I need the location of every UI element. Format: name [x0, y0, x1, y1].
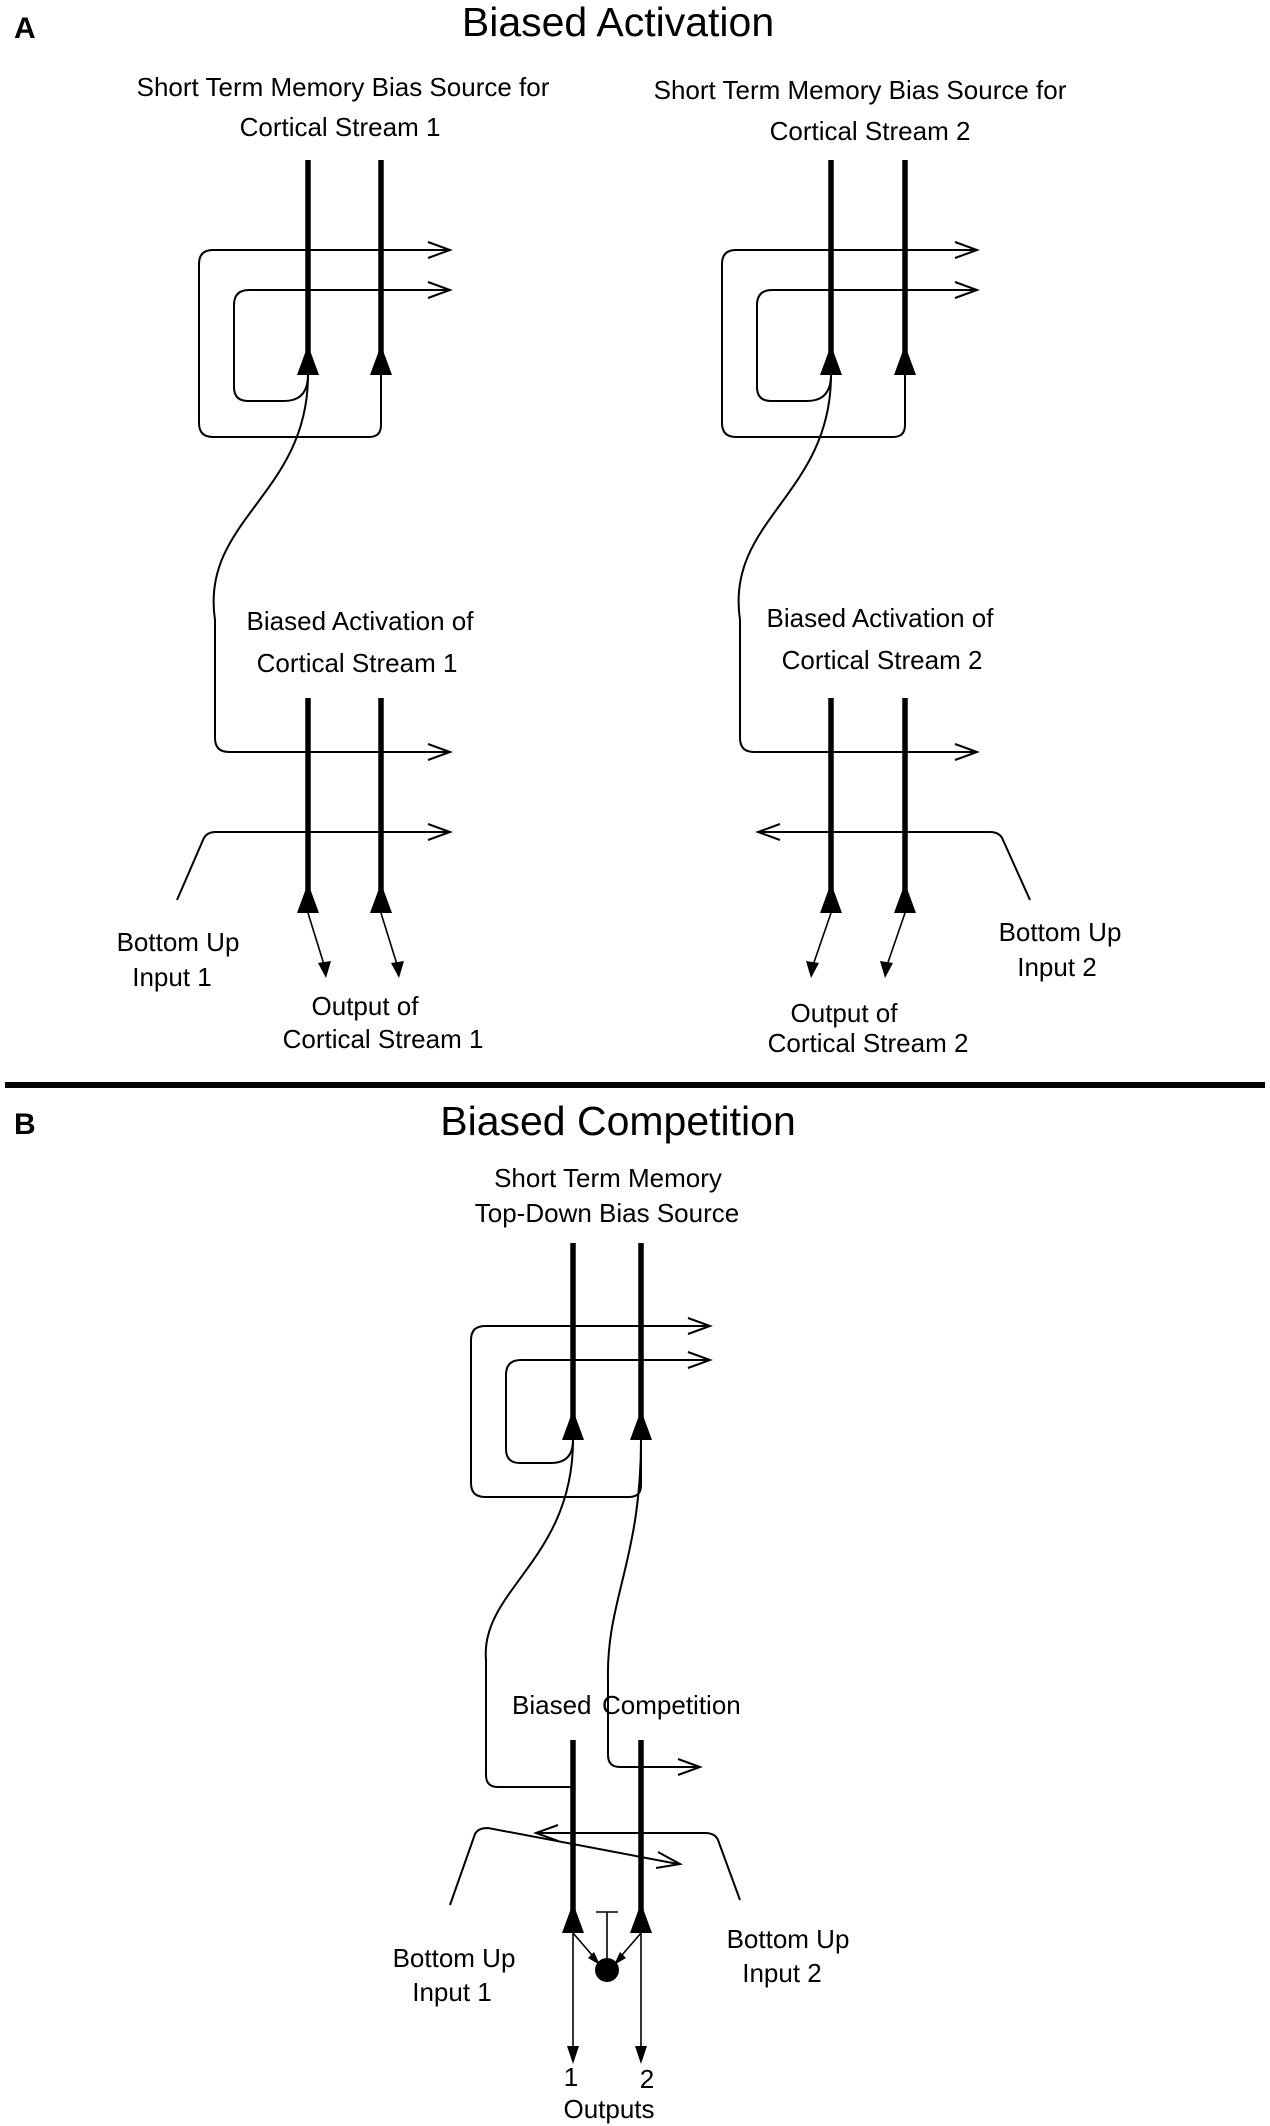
cortical-soma-b2: [630, 1903, 652, 1933]
arrowhead: [614, 1952, 626, 1965]
competition-word: Competition: [602, 1690, 741, 1720]
panel-b: B Biased Competition Short Term Memory T…: [14, 1098, 849, 2124]
stm-bias-source-2-line2: Cortical Stream 2: [770, 116, 971, 146]
bottom-up-input-1-path-b: [449, 1826, 679, 1906]
stm-bias-source-1-line1: Short Term Memory Bias Source for: [137, 72, 550, 102]
biased-activation-1-line2: Cortical Stream 1: [257, 648, 458, 678]
output-cortical-1-line2: Cortical Stream 1: [283, 1024, 484, 1054]
output-2-number: 2: [640, 2064, 654, 2094]
bottom-up-input-1-path: [176, 831, 448, 901]
arrowhead: [391, 961, 404, 978]
bottom-up-input-2-line2: Input 2: [1017, 952, 1097, 982]
bottom-up-input-2-b-line2: Input 2: [742, 1958, 822, 1988]
arrowhead: [427, 241, 453, 259]
arrowhead: [954, 281, 980, 299]
stm-soma-1a: [297, 345, 319, 375]
bottom-up-input-2-path: [760, 831, 1031, 901]
output-1-number: 1: [564, 2062, 578, 2092]
output-cortical-2-line2: Cortical Stream 2: [768, 1028, 969, 1058]
bottom-up-input-1-line2: Input 1: [132, 962, 212, 992]
bottom-up-input-2-line1: Bottom Up: [999, 917, 1122, 947]
recurrent-loop-outer-2: [721, 249, 975, 438]
arrowhead: [687, 1317, 713, 1335]
stm-soma-b2: [630, 1410, 652, 1440]
bottom-up-input-2-path-b: [538, 1832, 741, 1901]
output-1a-line: [307, 912, 327, 972]
arrowhead: [427, 281, 453, 299]
arrowhead: [567, 2046, 579, 2064]
arrowhead: [687, 1351, 713, 1369]
arrowhead: [588, 1952, 600, 1965]
recurrent-loop-outer-1: [198, 249, 448, 438]
output-1b-line: [380, 912, 400, 972]
arrowhead: [427, 823, 453, 841]
arrowhead: [677, 1758, 703, 1776]
stm-soma-2b: [894, 345, 916, 375]
recurrent-loop-inner-b: [505, 1359, 708, 1464]
panel-a: A Biased Activation Short Term Memory Bi…: [14, 0, 1121, 1058]
stm-top-down-line1: Short Term Memory: [494, 1163, 722, 1193]
top-down-bias-path-1: [212, 374, 448, 753]
arrowhead: [427, 743, 453, 761]
biased-activation-2-line1: Biased Activation of: [767, 603, 995, 633]
stm-soma-2a: [820, 345, 842, 375]
arrowhead: [533, 1824, 559, 1842]
arrowhead: [655, 1851, 684, 1869]
recurrent-loop-inner-2: [756, 289, 975, 402]
arrowhead: [318, 961, 331, 978]
top-down-bias-path-b1: [484, 1439, 574, 1788]
bottom-up-input-1-b-line1: Bottom Up: [393, 1943, 516, 1973]
stm-soma-1b: [370, 345, 392, 375]
panel-b-letter: B: [14, 1108, 36, 1141]
arrowhead: [806, 961, 819, 978]
stm-bias-source-2-line1: Short Term Memory Bias Source for: [654, 75, 1067, 105]
panel-a-title: Biased Activation: [462, 0, 774, 45]
biased-activation-2-line2: Cortical Stream 2: [782, 645, 983, 675]
cortical-soma-2b: [894, 883, 916, 913]
arrowhead: [880, 961, 893, 978]
stm-bias-source-1-line2: Cortical Stream 1: [240, 112, 441, 142]
panel-b-title: Biased Competition: [440, 1098, 796, 1144]
cortical-soma-2a: [820, 883, 842, 913]
recurrent-loop-inner-1: [233, 289, 448, 402]
output-2a-line: [810, 912, 832, 972]
output-cortical-2-line1: Output of: [791, 998, 899, 1028]
bottom-up-input-1-line1: Bottom Up: [117, 927, 240, 957]
top-down-bias-path-b2: [606, 1439, 698, 1768]
stm-soma-b1: [562, 1410, 584, 1440]
stream-1: Short Term Memory Bias Source for Cortic…: [117, 72, 550, 1054]
bottom-up-input-1-b-line2: Input 1: [412, 1977, 492, 2007]
cortical-soma-1a: [297, 883, 319, 913]
arrowhead: [755, 823, 781, 841]
cortical-soma-1b: [370, 883, 392, 913]
inhibitory-interneuron: [595, 1958, 619, 1982]
biased-activation-1-line1: Biased Activation of: [247, 606, 475, 636]
output-cortical-1-line1: Output of: [312, 991, 420, 1021]
bottom-up-input-2-b-line1: Bottom Up: [727, 1924, 850, 1954]
arrowhead: [635, 2046, 647, 2064]
arrowhead: [954, 241, 980, 259]
top-down-bias-path-2: [737, 374, 975, 753]
cortical-soma-b1: [562, 1903, 584, 1933]
panel-a-letter: A: [14, 12, 36, 45]
arrowhead: [954, 743, 980, 761]
stm-top-down-line2: Top-Down Bias Source: [475, 1198, 739, 1228]
biased-word: Biased: [512, 1690, 592, 1720]
stream-2: Short Term Memory Bias Source for Cortic…: [654, 75, 1122, 1058]
output-2b-line: [884, 912, 906, 972]
outputs-label: Outputs: [563, 2094, 654, 2124]
